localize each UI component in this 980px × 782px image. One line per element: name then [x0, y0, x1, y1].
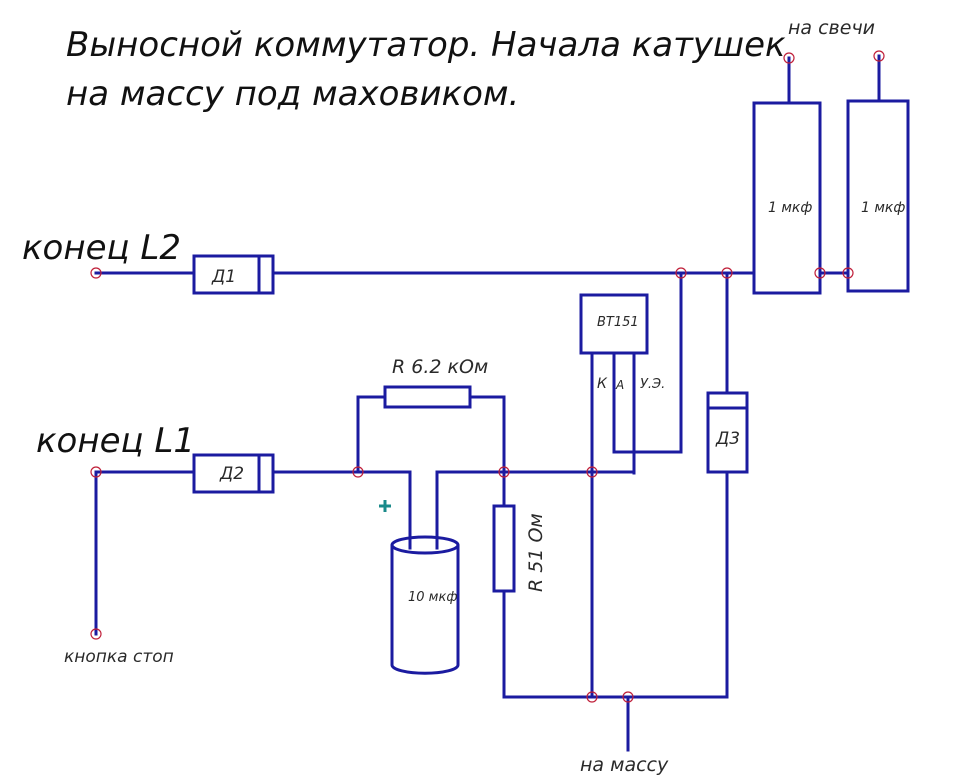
resistor-51-label: R 51 Ом — [525, 513, 547, 592]
node-cap-left — [814, 267, 826, 279]
wire-anode — [612, 271, 683, 454]
pin-anode-label: А — [615, 378, 624, 392]
resistor-6-2k-label: R 6.2 кОм — [392, 356, 488, 378]
node-d3-junction — [721, 267, 733, 279]
connection-nodes — [90, 50, 885, 703]
title-line-2: на массу под маховиком. — [66, 74, 519, 114]
diode-d2: Д2 — [192, 453, 275, 494]
wire-r62-left — [356, 395, 387, 474]
diode-d3: Д3 — [706, 391, 749, 474]
terminal-ground[interactable] — [622, 691, 634, 703]
node-anode-junction — [675, 267, 687, 279]
label-l1-end: конец L1 — [36, 421, 195, 461]
capacitor-1uf-right: 1 мкф — [846, 54, 910, 293]
node-r62-right — [498, 466, 510, 478]
capacitor-1uf-left: 1 мкф — [752, 56, 822, 295]
node-r62-left — [352, 466, 364, 478]
resistor-6-2k: R 6.2 кОм — [383, 356, 488, 409]
thyristor-label: BT151 — [597, 315, 639, 330]
node-cap-right — [842, 267, 854, 279]
terminal-l1[interactable] — [90, 466, 102, 478]
capacitor-left-label: 1 мкф — [768, 200, 812, 216]
terminal-spark-plug-1[interactable] — [783, 52, 795, 64]
diode-d3-label: Д3 — [715, 429, 740, 449]
label-l2-end: конец L2 — [22, 228, 181, 268]
terminal-stop-button[interactable] — [90, 628, 102, 640]
resistor-51: R 51 Ом — [492, 504, 547, 593]
capacitor-10uf-label: 10 мкф — [408, 590, 457, 605]
wire-cap-minus-line — [435, 470, 636, 542]
wire-r62-right — [468, 395, 506, 474]
diode-d2-label: Д2 — [219, 464, 244, 484]
plus-polarity-icon — [379, 500, 391, 512]
pin-gate-label: У.Э. — [640, 377, 665, 392]
pin-cathode-label: К — [597, 376, 608, 392]
diode-d1-label: Д1 — [211, 267, 236, 287]
terminal-l2[interactable] — [90, 267, 102, 279]
terminal-spark-plug-2[interactable] — [873, 50, 885, 62]
capacitor-right-label: 1 мкф — [861, 200, 905, 216]
label-to-spark-plugs: на свечи — [788, 17, 875, 39]
wire-to-cap-plus — [271, 470, 412, 542]
title-line-1: Выносной коммутатор. Начала катушек — [66, 25, 786, 65]
node-cathode — [586, 466, 598, 478]
label-stop-button: кнопка стоп — [64, 647, 174, 667]
thyristor-bt151: BT151 К А У.Э. — [579, 293, 665, 392]
node-ground-cathode — [586, 691, 598, 703]
label-to-ground: на массу — [580, 754, 669, 776]
diode-d1: Д1 — [192, 254, 275, 295]
capacitor-10uf: 10 мкф — [390, 535, 460, 675]
